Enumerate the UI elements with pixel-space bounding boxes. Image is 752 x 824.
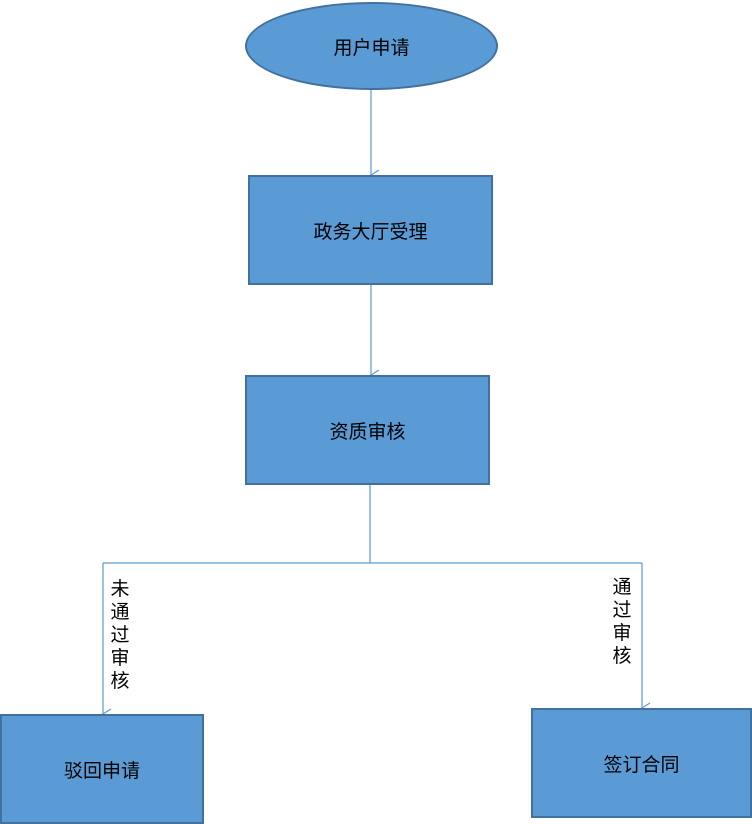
node-sign: 签订合同 bbox=[531, 708, 752, 818]
node-review: 资质审核 bbox=[245, 375, 490, 485]
node-accept: 政务大厅受理 bbox=[248, 175, 493, 285]
node-accept-label: 政务大厅受理 bbox=[313, 220, 428, 243]
node-start: 用户申请 bbox=[245, 2, 498, 90]
node-reject: 驳回申请 bbox=[0, 714, 204, 824]
edge-label-passed: 通过审核 bbox=[612, 576, 632, 667]
node-sign-label: 签订合同 bbox=[603, 753, 680, 776]
edge-label-not-passed: 未通过审核 bbox=[110, 578, 130, 692]
node-start-label: 用户申请 bbox=[333, 36, 410, 59]
node-review-label: 资质审核 bbox=[329, 420, 406, 443]
node-reject-label: 驳回申请 bbox=[63, 759, 140, 782]
